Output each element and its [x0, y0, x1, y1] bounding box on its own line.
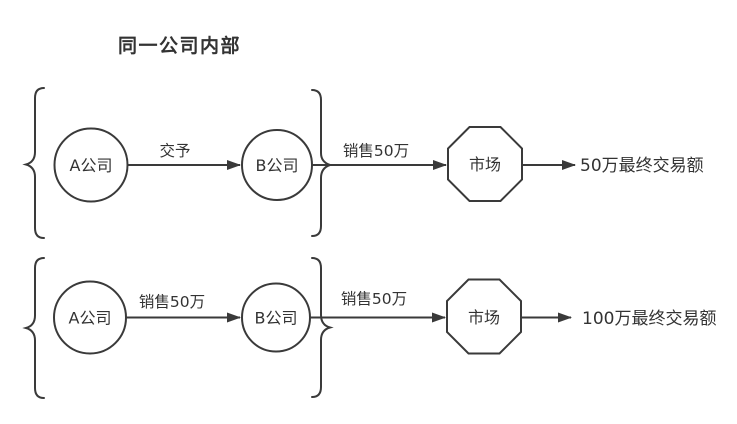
result-label: 50万最终交易额 — [580, 156, 704, 176]
node-market-label: 市场 — [469, 155, 501, 174]
node-company-b-circle — [241, 282, 311, 353]
node-company-a-circle — [53, 280, 127, 355]
left-brace — [22, 257, 45, 399]
right-brace — [311, 89, 334, 237]
flow-row-top: 交予 销售50万 A公司 B公司 市场 50万最终交易额 — [22, 87, 704, 239]
node-company-a-circle — [53, 127, 129, 203]
node-company-b-label: B公司 — [255, 309, 298, 328]
result-label: 100万最终交易额 — [582, 309, 716, 329]
node-market-label: 市场 — [468, 308, 500, 327]
edge-label-a-to-b: 交予 — [159, 142, 190, 160]
diagram-title: 同一公司内部 — [118, 34, 241, 57]
left-brace — [22, 87, 45, 239]
edge-label-b-to-market: 销售50万 — [343, 142, 409, 160]
node-company-a-label: A公司 — [70, 156, 113, 175]
node-company-a-label: A公司 — [69, 309, 112, 328]
edge-label-b-to-market: 销售50万 — [341, 290, 407, 308]
node-market-octagon — [446, 278, 522, 355]
node-market-octagon — [447, 126, 523, 202]
node-company-b-circle — [241, 129, 313, 201]
node-company-b-label: B公司 — [256, 156, 299, 175]
edge-label-a-to-b: 销售50万 — [139, 293, 205, 311]
right-brace — [311, 257, 334, 398]
flow-row-bottom: 销售50万 销售50万 A公司 B公司 市场 100万最终交易额 — [22, 257, 716, 399]
